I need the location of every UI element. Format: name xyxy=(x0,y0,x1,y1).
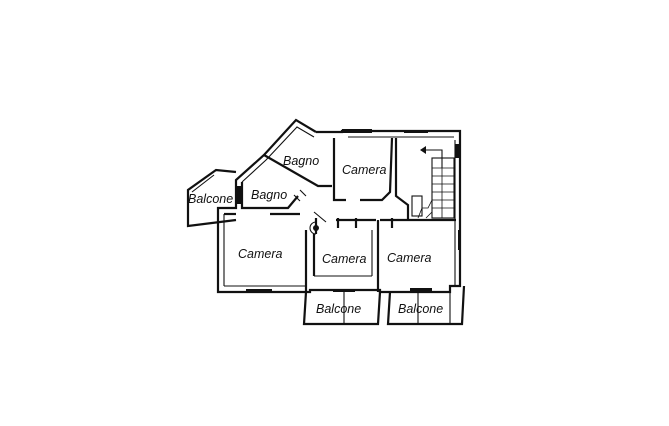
label-camera-top: Camera xyxy=(342,163,387,177)
stair-arrow-icon xyxy=(420,146,443,168)
balcone-bottom-right-outline xyxy=(386,285,466,326)
label-bagno-top: Bagno xyxy=(283,154,319,168)
label-balcone-left: Balcone xyxy=(188,192,233,206)
balcone-bottom-center-outline xyxy=(302,291,382,326)
outer-walls xyxy=(216,118,462,294)
balcone-left-outline xyxy=(186,168,237,228)
windows xyxy=(237,129,461,293)
label-camera-right: Camera xyxy=(387,251,432,265)
label-balcone-bottom-center: Balcone xyxy=(316,302,361,316)
label-bagno-mid: Bagno xyxy=(251,188,287,202)
label-camera-center: Camera xyxy=(322,252,367,266)
label-balcone-bottom-right: Balcone xyxy=(398,302,443,316)
stairs xyxy=(417,157,455,219)
doors xyxy=(293,189,394,235)
label-camera-left: Camera xyxy=(238,247,283,261)
